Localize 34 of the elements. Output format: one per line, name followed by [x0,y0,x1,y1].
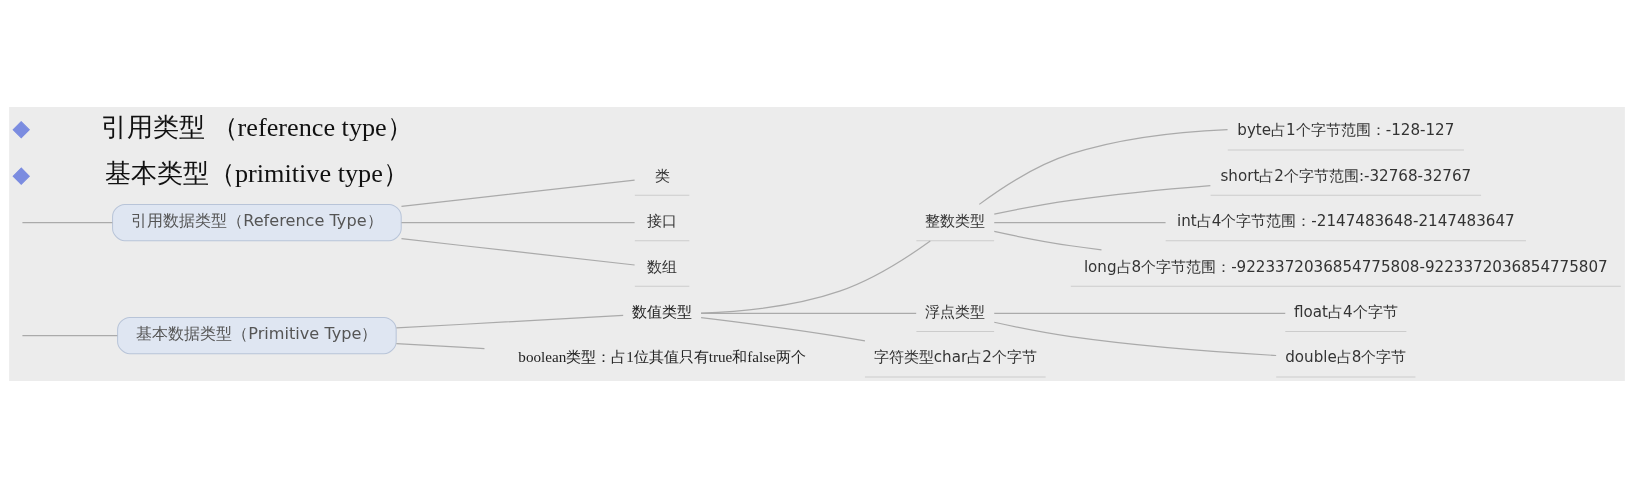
connector [993,312,1286,314]
label: 引用类型 （reference type） [101,113,413,143]
node-text: 字符类型char占2个字节 [873,348,1037,367]
connector [993,185,1211,215]
connector [400,179,636,207]
connector [700,312,917,314]
node-box: 引用数据类型（Reference Type） [112,203,402,242]
node-text: 类 [654,166,670,185]
connector [395,314,624,329]
node-text: short占2个字节范围:-32768-32767 [1220,166,1472,185]
connector [993,321,1277,357]
connector [21,335,118,337]
node-box: 基本数据类型（Primitive Type） [117,316,397,355]
node-text: byte占1个字节范围：-128-127 [1237,121,1455,140]
connector [395,342,486,350]
connector [993,230,1103,251]
connector [400,221,636,224]
node-text: double占8个字节 [1285,348,1407,367]
connector [993,221,1167,224]
node-text: 数值类型 [632,303,693,320]
node-text: 数组 [647,257,678,276]
connector [21,221,113,224]
node-text: float占4个字节 [1294,302,1398,321]
label: 基本类型（primitive type） [104,159,409,189]
node-text: long占8个字节范围：-9223372036854775808-9223372036854775807 [1083,257,1608,276]
node-text: 整数类型 [925,212,986,231]
node-text: boolean类型：占1位其值只有true和false两个 [518,349,806,366]
node-text: 接口 [647,212,678,231]
node-text: 浮点类型 [925,302,986,321]
connector [978,128,1229,205]
connector [700,317,866,342]
node-text: int占4个字节范围：-2147483648-2147483647 [1176,212,1515,231]
connector [400,238,636,266]
connector [700,240,931,314]
